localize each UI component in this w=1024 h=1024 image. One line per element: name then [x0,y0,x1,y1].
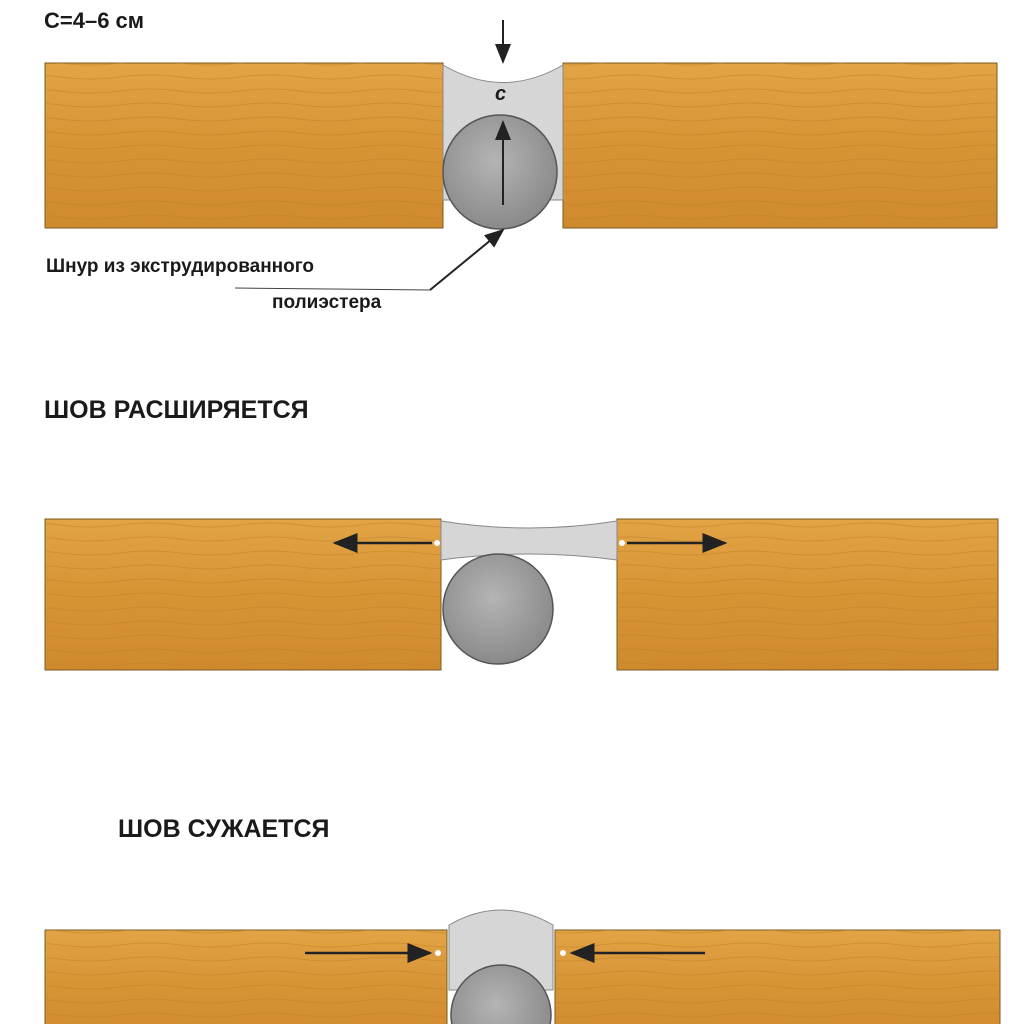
section-title-expanding: ШОВ РАСШИРЯЕТСЯ [44,396,309,424]
section-title-narrowing: ШОВ СУЖАЕТСЯ [118,815,330,843]
cord-label-line1: Шнур из экструдированного [46,256,315,277]
gap-label: c [495,83,507,105]
sealant [440,520,618,561]
joint-width-note: C=4–6 см [44,8,145,33]
sealant [448,909,554,991]
backer-cord [442,114,558,230]
backer-cord [450,964,552,1024]
backer-cord [442,553,554,665]
panel-narrowing-joint [44,909,1001,1024]
panel-normal-joint [44,20,998,291]
panel-expanding-joint [44,518,999,671]
cord-label-line2: полиэстера [272,292,382,313]
